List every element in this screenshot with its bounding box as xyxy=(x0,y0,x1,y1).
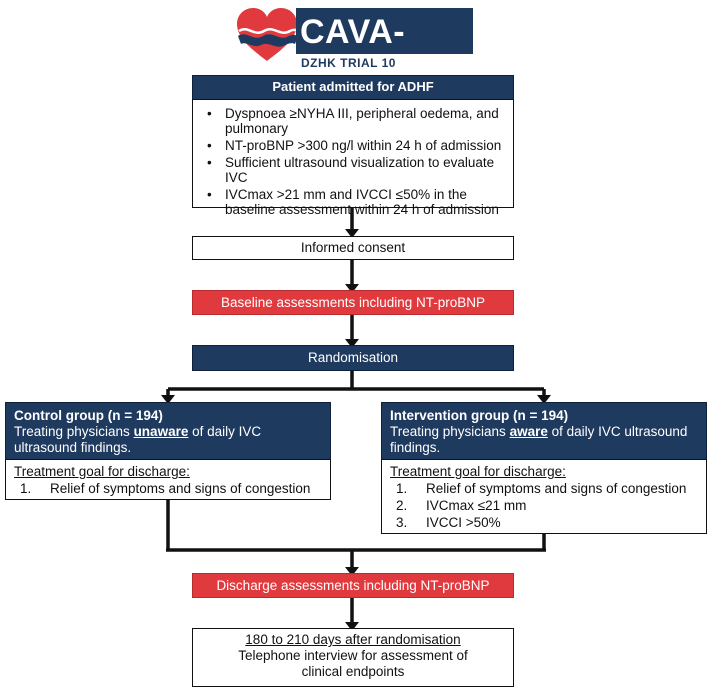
goal-item: 2.IVCmax ≤21 mm xyxy=(396,498,527,513)
randomisation-label: Randomisation xyxy=(307,350,399,365)
admission-criteria-list: Dyspnoea ≥NYHA III, peripheral oedema, a… xyxy=(197,106,507,217)
intervention-title: Intervention group (n = 194) xyxy=(390,408,569,423)
arrowhead-followup xyxy=(345,622,359,631)
control-goal-title: Treatment goal for discharge: xyxy=(14,464,190,479)
control-group-header: Control group (n = 194) Treating physici… xyxy=(5,402,331,460)
control-description: Treating physicians unaware of daily IVC… xyxy=(14,424,262,455)
arrowhead-baseline xyxy=(345,284,359,293)
followup-text: Telephone interview for assessment of cl… xyxy=(238,648,468,679)
control-emphasis: unaware xyxy=(133,424,189,439)
discharge-box: Discharge assessments including NT-proBN… xyxy=(192,573,514,598)
logo-subtitle: DZHK TRIAL 10 xyxy=(301,56,396,70)
criterion-item: NT-proBNP >300 ng/l within 24 h of admis… xyxy=(197,138,507,153)
arrowhead-control xyxy=(161,395,175,404)
intervention-emphasis: aware xyxy=(509,424,548,439)
heart-logo-icon xyxy=(237,8,300,61)
admission-criteria-box: Dyspnoea ≥NYHA III, peripheral oedema, a… xyxy=(192,99,514,217)
arrowhead-randomisation xyxy=(345,339,359,348)
admission-title: Patient admitted for ADHF xyxy=(272,79,434,94)
discharge-label: Discharge assessments including NT-proBN… xyxy=(216,578,490,593)
intervention-goal-title: Treatment goal for discharge: xyxy=(390,464,566,479)
goal-item: 1.Relief of symptoms and signs of conges… xyxy=(20,481,311,496)
admission-header: Patient admitted for ADHF xyxy=(192,75,514,100)
followup-title: 180 to 210 days after randomisation xyxy=(245,632,461,647)
consent-box: Informed consent xyxy=(192,236,514,260)
arrowhead-consent xyxy=(345,229,359,238)
goal-item: 3.IVCCI >50% xyxy=(396,515,501,530)
criterion-item: IVCmax >21 mm and IVCCI ≤50% in the base… xyxy=(197,187,507,217)
intervention-goals-box: Treatment goal for discharge: 1.Relief o… xyxy=(381,459,707,534)
baseline-box: Baseline assessments including NT-proBNP xyxy=(192,290,514,315)
control-goals-box: Treatment goal for discharge: 1.Relief o… xyxy=(5,459,331,500)
criterion-item: Dyspnoea ≥NYHA III, peripheral oedema, a… xyxy=(197,106,507,136)
randomisation-box: Randomisation xyxy=(192,345,514,371)
goal-item: 1.Relief of symptoms and signs of conges… xyxy=(396,481,687,496)
consent-label: Informed consent xyxy=(300,240,406,255)
control-goal-list: 1.Relief of symptoms and signs of conges… xyxy=(14,480,322,497)
arrowhead-intervention xyxy=(537,395,551,404)
baseline-label: Baseline assessments including NT-proBNP xyxy=(220,295,486,310)
intervention-goal-list: 1.Relief of symptoms and signs of conges… xyxy=(390,480,698,531)
control-title: Control group (n = 194) xyxy=(14,408,163,423)
logo-banner xyxy=(296,8,473,54)
intervention-description: Treating physicians aware of daily IVC u… xyxy=(390,424,688,455)
logo-title: CAVA-ADHF xyxy=(300,13,406,95)
intervention-group-header: Intervention group (n = 194) Treating ph… xyxy=(381,402,707,460)
arrowhead-discharge xyxy=(345,567,359,576)
criterion-item: Sufficient ultrasound visualization to e… xyxy=(197,155,507,185)
followup-box: 180 to 210 days after randomisation Tele… xyxy=(192,628,514,687)
